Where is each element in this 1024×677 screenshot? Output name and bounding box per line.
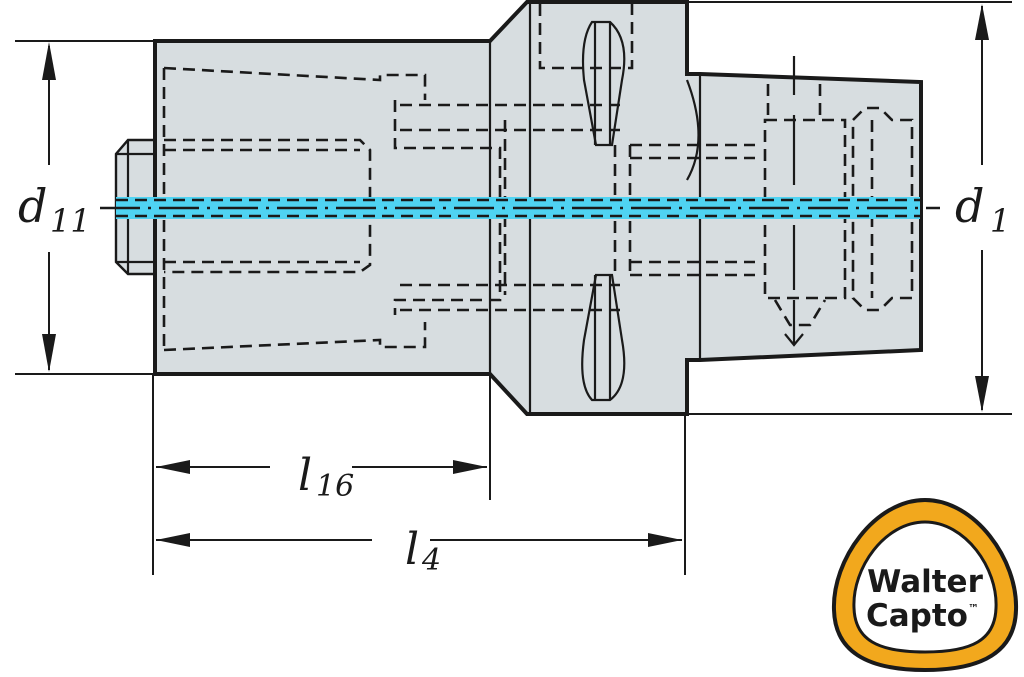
logo-line2: Capto — [866, 598, 968, 634]
coolant-axis — [100, 197, 940, 219]
l4-symbol: l — [405, 524, 419, 575]
dimension-l16: l 16 — [152, 374, 491, 575]
cross-hole-axis — [784, 56, 804, 347]
logo-line1: Walter — [867, 564, 983, 600]
d1-extension-lines — [687, 1, 1012, 415]
d1-subscript: 1 — [990, 202, 1010, 240]
d11-subscript: 11 — [50, 202, 91, 240]
dimension-d11: d 11 — [18, 42, 91, 372]
l16-symbol: l — [298, 450, 312, 501]
drive-slot-top — [581, 20, 626, 147]
l16-subscript: 16 — [316, 469, 354, 504]
d11-extension-lines — [15, 40, 155, 375]
dimension-d1: d 1 — [955, 4, 1010, 412]
d11-symbol: d — [18, 179, 47, 233]
logo-inner-field — [852, 520, 998, 654]
logo-trademark: ™ — [968, 602, 979, 615]
drive-slot-bottom — [581, 273, 626, 402]
walter-capto-logo: Walter Capto ™ — [831, 497, 1019, 673]
l4-subscript: 4 — [421, 543, 441, 578]
d1-symbol: d — [955, 179, 984, 233]
dimension-l4: l 4 — [156, 414, 686, 578]
